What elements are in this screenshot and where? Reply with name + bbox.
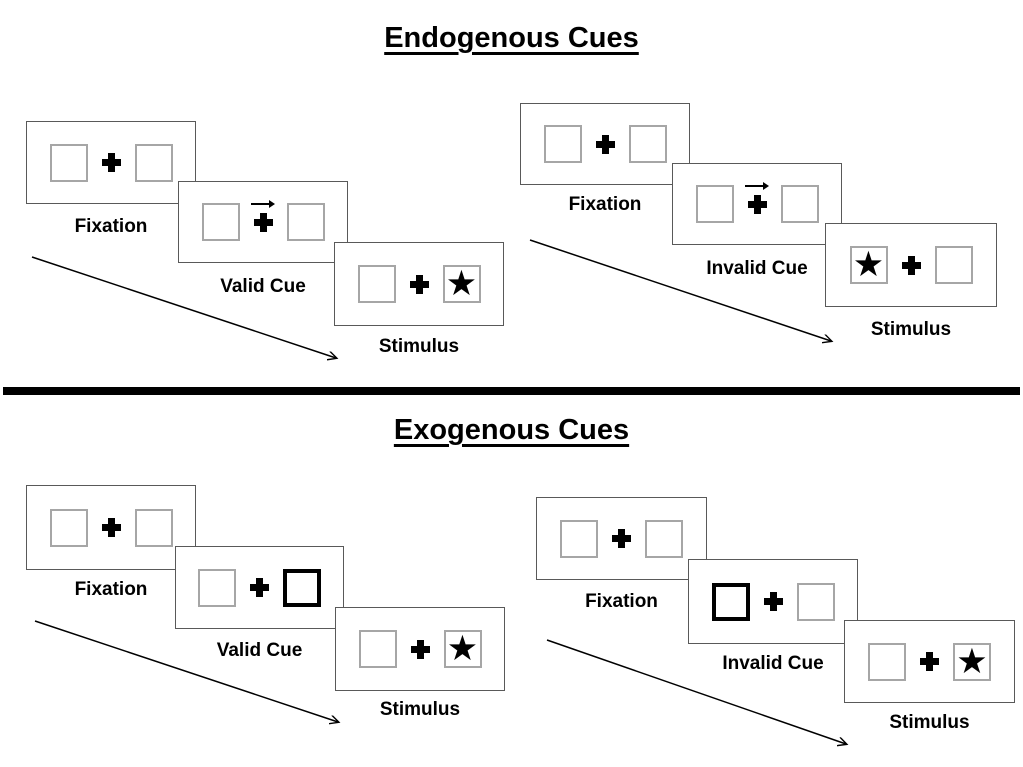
right-box [796, 582, 835, 621]
right-box [780, 185, 819, 223]
exogenous-section-title: Exogenous Cues [393, 414, 630, 446]
left-box [357, 265, 396, 303]
fixation-cross-icon [747, 194, 767, 214]
frame-card-fixation [26, 121, 196, 204]
frame-label: Valid Cue [220, 276, 306, 297]
cross-slot [745, 182, 769, 214]
left-box: ★ [849, 245, 888, 285]
right-box: ★ [953, 641, 991, 682]
cue-arrow-right-icon [745, 182, 769, 191]
frame-card-cue [175, 546, 344, 629]
fixation-cross-icon [763, 592, 783, 611]
frame-card-cue [178, 181, 348, 263]
star-icon: ★ [445, 264, 478, 304]
frame-card-fixation [26, 485, 196, 570]
cross-slot [101, 153, 121, 172]
frame-card-stimulus: ★ [334, 242, 504, 326]
fixation-cross-icon [409, 274, 429, 294]
fixation-cross-icon [250, 578, 269, 597]
frame-label: Fixation [74, 216, 148, 237]
right-box [645, 519, 683, 558]
right-box [628, 125, 667, 163]
star-icon: ★ [852, 245, 885, 285]
frame-card-fixation [520, 103, 690, 185]
left-box [560, 519, 598, 558]
fixation-cross-icon [410, 639, 430, 659]
fixation-cross-icon [101, 153, 121, 172]
cross-slot [595, 134, 615, 154]
frame-label: Stimulus [870, 319, 952, 340]
fixation-cross-icon [612, 529, 631, 548]
right-box [134, 143, 173, 182]
right-box [934, 246, 973, 284]
frame-label: Stimulus [379, 699, 461, 720]
frame-card-stimulus: ★ [844, 620, 1015, 703]
left-box [49, 143, 88, 182]
cross-slot [409, 274, 429, 294]
timeline-arrow-endogenous-invalid [529, 239, 831, 341]
cross-slot [763, 592, 783, 611]
left-box [868, 642, 906, 681]
left-box [49, 508, 88, 547]
fixation-cross-icon [920, 652, 939, 671]
right-box: ★ [443, 629, 482, 669]
cross-slot [901, 255, 921, 275]
frame-label: Invalid Cue [706, 258, 808, 279]
timeline-arrow-exogenous-valid [34, 620, 338, 722]
frame-card-stimulus: ★ [335, 607, 505, 691]
fixation-cross-icon [253, 212, 273, 232]
right-box [286, 203, 325, 241]
right-box: ★ [442, 264, 481, 304]
frame-label: Fixation [585, 591, 658, 612]
left-box [543, 125, 582, 163]
left-box [358, 630, 397, 668]
cross-slot [101, 518, 121, 537]
frame-card-fixation [536, 497, 707, 580]
left-box [695, 185, 734, 223]
fixation-cross-icon [101, 518, 121, 537]
frame-label: Fixation [74, 579, 148, 600]
left-box [198, 568, 236, 607]
star-icon: ★ [446, 629, 479, 669]
timeline-arrow-endogenous-valid [31, 256, 336, 358]
left-box-cue-highlight [711, 582, 750, 621]
right-box [134, 508, 173, 547]
cross-slot [250, 578, 269, 597]
frame-label: Stimulus [378, 336, 460, 357]
right-box-cue-highlight [283, 568, 321, 607]
cue-arrow-right-icon [251, 200, 275, 209]
frame-card-cue [688, 559, 858, 644]
cross-slot [410, 639, 430, 659]
cross-slot [612, 529, 631, 548]
cross-slot [251, 200, 275, 232]
fixation-cross-icon [595, 134, 615, 154]
left-box [201, 203, 240, 241]
frame-label: Stimulus [889, 712, 970, 733]
frame-card-cue [672, 163, 842, 245]
endogenous-section-title: Endogenous Cues [384, 22, 639, 54]
star-icon: ★ [956, 641, 988, 682]
frame-card-stimulus: ★ [825, 223, 997, 307]
frame-label: Fixation [568, 194, 642, 215]
frame-label: Valid Cue [216, 640, 303, 661]
cross-slot [920, 652, 939, 671]
fixation-cross-icon [901, 255, 921, 275]
frame-label: Invalid Cue [722, 653, 824, 674]
section-divider [3, 387, 1020, 395]
